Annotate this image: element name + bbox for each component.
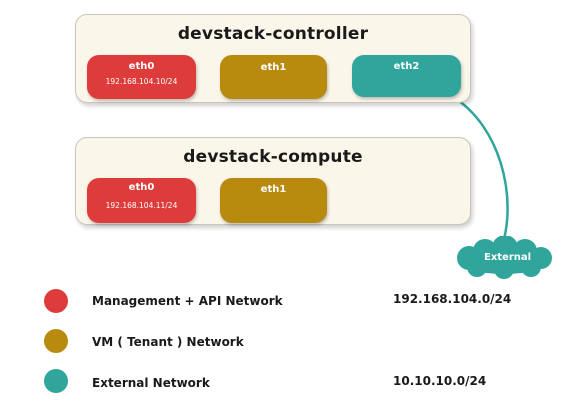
controller-eth2-name: eth2 xyxy=(393,61,420,72)
compute-eth1-name: eth1 xyxy=(260,184,287,195)
compute-node: devstack-compute eth0 192.168.104.11/24 … xyxy=(75,137,471,225)
legend-external-dot xyxy=(44,369,68,393)
legend-tenant-label: VM ( Tenant ) Network xyxy=(92,335,244,349)
compute-eth0: eth0 192.168.104.11/24 xyxy=(87,178,196,223)
compute-eth0-name: eth0 xyxy=(128,182,155,193)
compute-eth0-ip: 192.168.104.11/24 xyxy=(105,201,178,210)
controller-title: devstack-controller xyxy=(177,24,369,44)
controller-eth0-ip: 192.168.104.10/24 xyxy=(105,77,178,86)
legend-tenant-dot xyxy=(44,329,68,353)
legend-management-dot xyxy=(44,289,68,313)
controller-eth1-name: eth1 xyxy=(260,62,287,73)
controller-eth1: eth1 xyxy=(220,55,327,99)
legend-management-cidr: 192.168.104.0/24 xyxy=(393,292,512,306)
controller-eth0-name: eth0 xyxy=(128,61,155,72)
controller-eth0: eth0 192.168.104.10/24 xyxy=(87,55,196,99)
external-cloud-icon xyxy=(457,236,552,279)
legend-external-cidr: 10.10.10.0/24 xyxy=(393,374,487,388)
legend-management-label: Management + API Network xyxy=(92,294,283,308)
controller-eth2: eth2 xyxy=(352,55,461,97)
compute-title: devstack-compute xyxy=(183,147,363,167)
controller-node: devstack-controller eth0 192.168.104.10/… xyxy=(75,14,471,103)
external-cloud-label: External xyxy=(484,252,532,263)
legend-external-label: External Network xyxy=(92,376,210,390)
compute-eth1: eth1 xyxy=(220,178,327,223)
